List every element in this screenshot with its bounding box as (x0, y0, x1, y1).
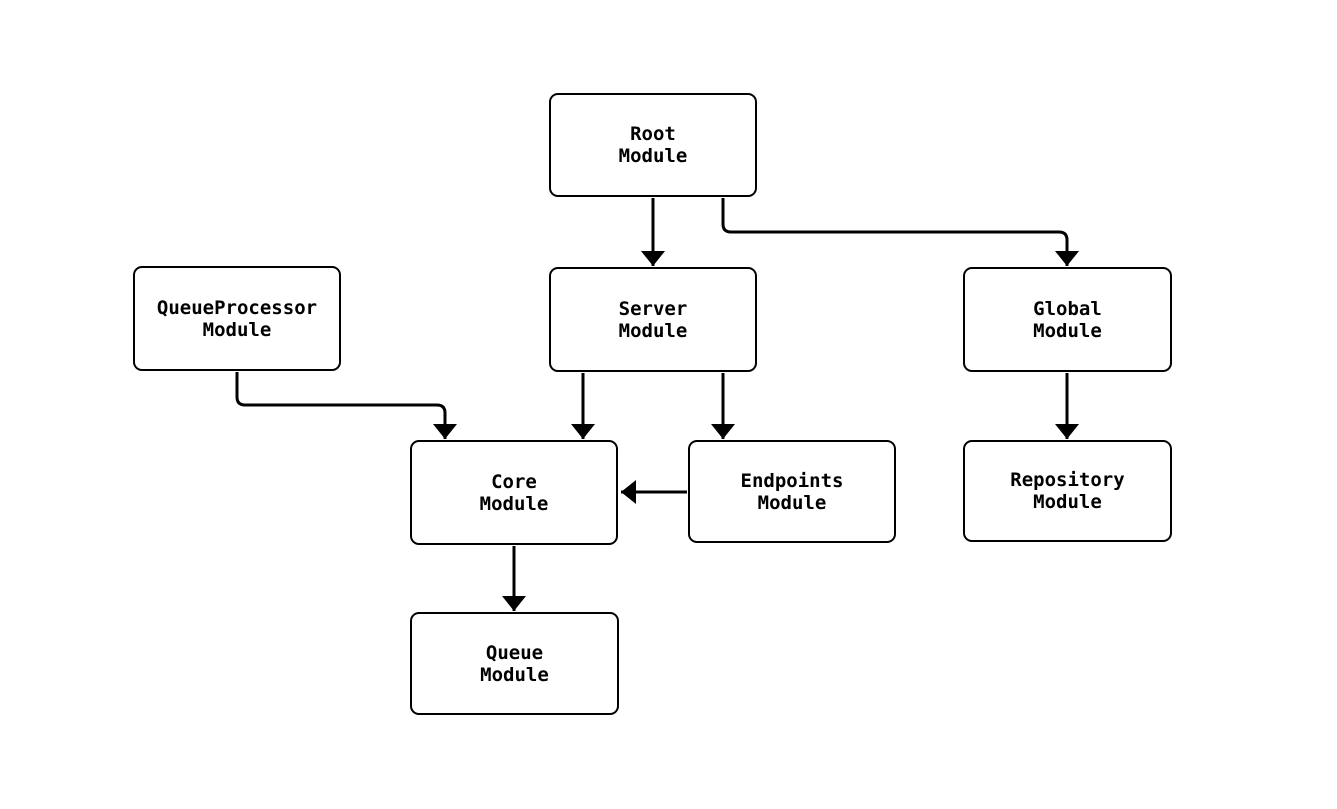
node-label: Core Module (479, 470, 549, 515)
node-core-module: Core Module (410, 440, 618, 545)
node-label: Global Module (1033, 297, 1102, 342)
node-queueprocessor-module: QueueProcessor Module (133, 266, 341, 371)
node-label: Endpoints Module (740, 469, 844, 514)
node-label: QueueProcessor Module (156, 296, 318, 341)
node-server-module: Server Module (549, 267, 757, 372)
node-endpoints-module: Endpoints Module (688, 440, 896, 543)
node-label: Server Module (618, 297, 688, 342)
node-repository-module: Repository Module (963, 440, 1172, 542)
node-global-module: Global Module (963, 267, 1172, 372)
edge-root-to-global (721, 198, 1079, 266)
node-label: Root Module (618, 123, 688, 167)
edge-queueprocessor-to-core (235, 372, 457, 439)
node-label: Queue Module (480, 641, 549, 686)
node-queue-module: Queue Module (410, 612, 619, 715)
node-label: Repository Module (1010, 469, 1125, 513)
node-root-module: Root Module (549, 93, 757, 197)
